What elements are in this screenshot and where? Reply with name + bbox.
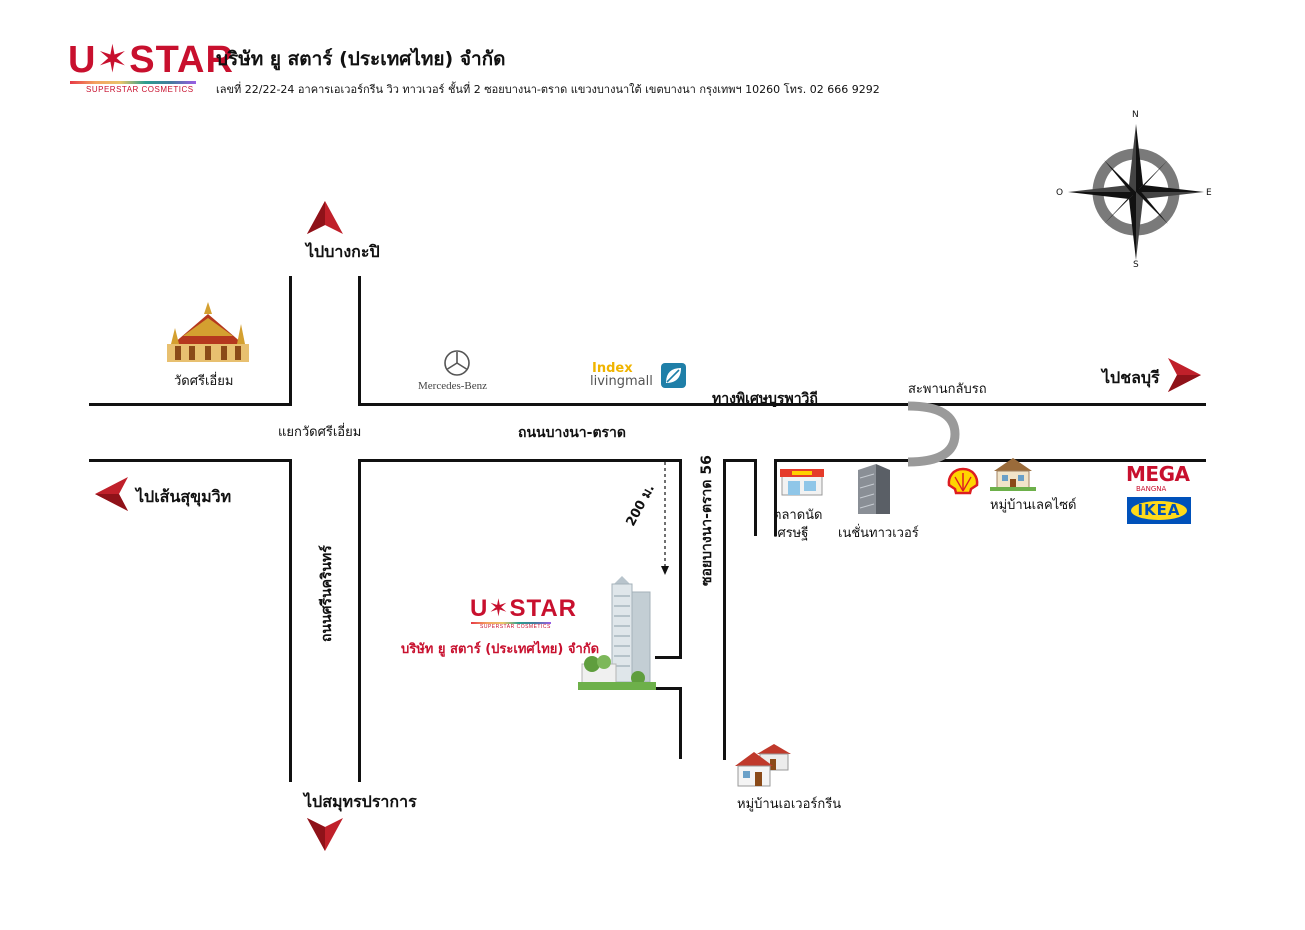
road-side-east-a	[754, 459, 757, 536]
road-side-east-b	[774, 459, 777, 536]
lakeside-landmark	[990, 455, 1036, 491]
mega-logo-sub: BANGNA	[1136, 485, 1167, 493]
uturn-label: สะพานกลับรถ	[908, 382, 987, 397]
uturn-bridge	[900, 398, 970, 470]
shop-icon	[780, 469, 824, 496]
shell-landmark	[947, 467, 979, 495]
compass-s: S	[1133, 260, 1139, 270]
nation-tower-landmark	[854, 460, 894, 516]
compass-e: E	[1206, 188, 1212, 198]
mercedes-logo-icon	[444, 350, 470, 376]
direction-west-label: ไปเส้นสุขุมวิท	[136, 487, 232, 506]
road-bangna-south-soi	[723, 459, 756, 462]
arrow-west	[94, 476, 130, 512]
road-srinakarin-label: ถนนศรีนครินทร์	[319, 545, 335, 642]
logo-subtitle: SUPERSTAR COSMETICS	[86, 85, 194, 94]
direction-north-label: ไปบางกะปิ	[306, 242, 380, 261]
road-expressway-label: ทางพิเศษบูรพาวิถี	[712, 391, 818, 407]
logo-text: U✶STAR	[68, 39, 234, 81]
direction-east-label: ไปชลบุรี	[1102, 368, 1160, 387]
arrow-right-icon	[1168, 358, 1201, 392]
houses-icon	[735, 744, 791, 787]
road-bangna-north-east	[358, 403, 1206, 406]
arrow-up-icon	[307, 201, 343, 234]
compass-rose: N S E O	[1056, 110, 1216, 272]
office-tower-icon	[578, 576, 656, 690]
road-soi56-west-upper	[679, 459, 682, 658]
road-main-label: ถนนบางนา-ตราด	[518, 425, 627, 441]
company-address: เลขที่ 22/22-24 อาคารเอเวอร์กรีน วิว ทาว…	[216, 83, 880, 96]
road-soi56-west-stub2	[655, 687, 682, 690]
road-srinakarin-east-upper	[358, 276, 361, 405]
ikea-logo: IKEA	[1127, 497, 1191, 524]
destination-logo: U✶STAR SUPERSTAR COSMETICS	[470, 595, 577, 632]
lakeside-label: หมู่บ้านเลคไซด์	[990, 498, 1077, 513]
nation-tower-label: เนชั่นทาวเวอร์	[838, 526, 919, 541]
arrow-south	[306, 816, 344, 852]
temple-icon	[167, 302, 249, 362]
arrow-down-icon	[307, 818, 343, 851]
mega-logo-top: MEGA	[1126, 462, 1190, 486]
road-bangna-south-east	[774, 459, 1206, 462]
destination-company-name: บริษัท ยู สตาร์ (ประเทศไทย) จำกัด	[401, 642, 600, 657]
road-srinakarin-west-upper	[289, 276, 292, 405]
compass-icon	[1068, 124, 1204, 260]
ikea-text: IKEA	[1137, 501, 1181, 519]
index-logo-bottom: livingmall	[590, 374, 653, 389]
market-label-line1: ตลาดนัด	[773, 508, 823, 523]
header-logo: U✶STAR SUPERSTAR COSMETICS	[68, 39, 234, 98]
market-label-line2: เศรษฐี	[773, 526, 809, 541]
road-srinakarin-east-lower	[358, 460, 361, 782]
destination-building	[578, 572, 656, 692]
road-soi56-east	[723, 459, 726, 760]
road-srinakarin-west-lower	[289, 460, 292, 782]
index-badge	[660, 362, 687, 389]
uturn-icon	[907, 401, 960, 467]
mercedes-label: Mercedes-Benz	[418, 380, 488, 392]
ikea-oval	[1131, 501, 1187, 520]
destination-logo-rainbow	[471, 622, 551, 624]
road-soi56-label: ซอยบางนา-ตราด 56	[699, 455, 715, 586]
road-bangna-south-west	[89, 459, 292, 462]
temple-landmark	[163, 300, 253, 364]
index-logo-top: Index	[592, 361, 633, 376]
arrow-left-icon	[95, 477, 128, 511]
road-soi56-west-stub	[655, 656, 682, 659]
distance-marker	[655, 460, 675, 580]
company-name: บริษัท ยู สตาร์ (ประเทศไทย) จำกัด	[216, 48, 506, 70]
mercedes-landmark	[442, 348, 472, 378]
dashed-arrow-icon	[661, 462, 669, 575]
arrow-east	[1166, 357, 1202, 393]
market-landmark	[778, 465, 826, 497]
compass-w: O	[1056, 188, 1064, 198]
intersection-label: แยกวัดศรีเอี่ยม	[278, 425, 362, 440]
shell-logo-icon	[947, 467, 979, 495]
road-bangna-north-west	[89, 403, 292, 406]
house-icon	[990, 458, 1036, 491]
distance-label: 200 ม.	[623, 481, 658, 529]
evergreen-label: หมู่บ้านเอเวอร์กรีน	[737, 797, 842, 812]
road-bangna-south-mid	[358, 459, 681, 462]
evergreen-landmark	[735, 742, 791, 788]
road-soi56-west-lower	[679, 687, 682, 759]
arrow-north	[306, 200, 344, 236]
destination-logo-text: U✶STAR	[470, 595, 577, 622]
temple-label: วัดศรีเอี่ยม	[174, 374, 234, 389]
logo-rainbow-line	[70, 81, 196, 84]
compass-n: N	[1132, 110, 1139, 120]
leaf-logo-icon	[661, 363, 686, 388]
tower-building-icon	[858, 464, 890, 514]
destination-logo-sub: SUPERSTAR COSMETICS	[480, 624, 551, 630]
direction-south-label: ไปสมุทรปราการ	[304, 792, 417, 811]
